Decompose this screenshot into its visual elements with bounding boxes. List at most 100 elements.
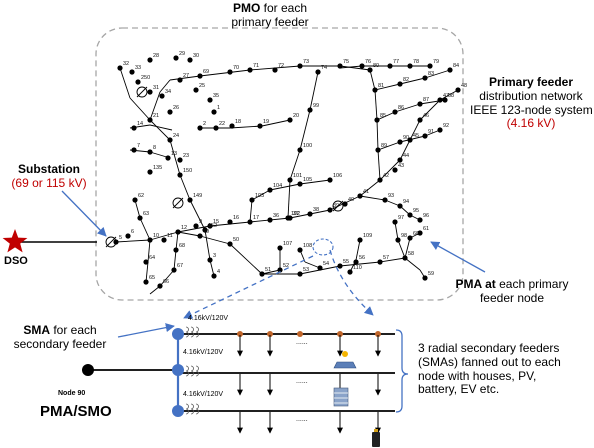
feeder-node-dot — [207, 257, 213, 263]
feeder-segment — [199, 69, 251, 77]
node-number-label: 24 — [173, 133, 179, 139]
feeder-node-dot — [249, 197, 255, 203]
node-number-label: 48 — [461, 83, 467, 89]
node-number-label: 77 — [393, 59, 399, 65]
substation-arrow — [61, 190, 107, 237]
feeder-segment — [409, 119, 421, 141]
feeder-node-dot — [202, 227, 208, 233]
node-number-label: 1 — [217, 105, 220, 111]
feeder-node-dot — [147, 57, 153, 63]
feeder-node-dot — [147, 117, 153, 123]
feeder-node-dot — [272, 67, 278, 73]
node-number-label: 91 — [428, 129, 434, 135]
node-number-label: 92 — [443, 123, 449, 129]
regulator-icon — [105, 86, 344, 248]
feeder-segment — [261, 269, 281, 275]
feeder-segment — [177, 225, 211, 233]
feeder-node-dot — [407, 137, 413, 143]
primary-feeder-nodes — [113, 55, 461, 289]
node-number-label: 44 — [403, 153, 409, 159]
feeder-node-dot — [337, 263, 343, 269]
feeder-node-dot — [197, 73, 203, 79]
node-number-label: 84 — [453, 63, 459, 69]
feeder-segment — [339, 65, 371, 71]
feeder-node-dot — [285, 215, 291, 221]
feeder-node-dot — [287, 117, 293, 123]
node-number-label: 33 — [135, 65, 141, 71]
feeder-node-dot — [247, 67, 253, 73]
feeder-segment — [145, 261, 149, 283]
node-number-label: 3 — [213, 253, 216, 259]
node-number-label: 61 — [423, 226, 429, 232]
feeder-segment — [134, 199, 141, 219]
node-number-label: 45 — [413, 133, 419, 139]
node-number-label: 56 — [359, 255, 365, 261]
feeder-segment — [299, 179, 331, 185]
feeder-segment — [359, 195, 386, 201]
feeder-node-dot — [307, 107, 313, 113]
node-number-label: 53 — [303, 267, 309, 273]
node-number-label: 10 — [153, 233, 159, 239]
node-number-label: 13 — [171, 151, 177, 157]
node-number-label: 71 — [253, 63, 259, 69]
feeder-node-dot — [407, 63, 413, 69]
feeder-node-dot — [422, 275, 428, 281]
node-number-label: 66 — [163, 279, 169, 285]
zoom-ellipse — [312, 238, 334, 256]
node-number-label: 90 — [403, 135, 409, 141]
feeder-node-dot — [187, 197, 193, 203]
node-number-label: 54 — [323, 261, 329, 267]
node-number-label: 96 — [423, 213, 429, 219]
transformer-coil-icon — [190, 326, 194, 338]
feeder-node-dot — [157, 283, 163, 289]
feeder-node-dot — [392, 109, 398, 115]
node-number-label: 28 — [153, 53, 159, 59]
feeder-node-dot — [177, 172, 183, 178]
feeder-segment — [229, 125, 263, 129]
feeder-node-dot — [353, 259, 359, 265]
feeder-node-dot — [437, 97, 443, 103]
node-number-label: 73 — [303, 59, 309, 65]
feeder-node-dot — [175, 229, 181, 235]
transformer-coil-icon — [185, 403, 189, 415]
feeder-segment — [399, 139, 411, 161]
feeder-node-dot — [211, 273, 217, 279]
feeder-segment — [359, 179, 381, 197]
node-number-label: 135 — [153, 165, 162, 171]
feeder-node-dot — [374, 117, 380, 123]
feeder-node-dot — [337, 63, 343, 69]
sma-node-2 — [172, 364, 184, 376]
node-number-label: 79 — [433, 59, 439, 65]
feeder-node-dot — [229, 123, 235, 129]
node-number-label: 20 — [293, 113, 299, 119]
node-90-label: Node 90 — [58, 390, 86, 397]
feeder-node-dot — [173, 55, 179, 61]
feeder-segment — [439, 89, 459, 101]
building-icon — [333, 387, 349, 407]
load-node-dot — [297, 331, 303, 337]
sma-arrow — [117, 323, 175, 338]
node-number-label: 32 — [123, 61, 129, 67]
node-number-label: 8 — [153, 145, 156, 151]
feeder-segment — [159, 269, 175, 287]
feeder-node-dot — [267, 187, 273, 193]
feeder-segment — [159, 79, 171, 93]
node-number-label: 55 — [343, 259, 349, 265]
feeder-node-dot — [193, 223, 199, 229]
node-number-label: 39 — [333, 203, 339, 209]
transformer-coil-icon — [190, 365, 194, 377]
node-number-label: 41 — [363, 189, 369, 195]
node-number-label: 11 — [167, 233, 173, 239]
feeder-node-dot — [125, 233, 131, 239]
node-number-label: 4 — [217, 269, 220, 275]
feeder-node-dot — [397, 203, 403, 209]
feeder-node-dot — [177, 157, 183, 163]
feeder-node-dot — [207, 97, 213, 103]
pma-label: PMA at each primary feeder node — [455, 277, 569, 305]
feeder-segment — [173, 249, 177, 271]
transformer-coil-icon — [185, 365, 189, 377]
feeder-node-dot — [297, 147, 303, 153]
node-number-label: 88 — [448, 93, 454, 99]
feeder-segment — [376, 119, 379, 151]
